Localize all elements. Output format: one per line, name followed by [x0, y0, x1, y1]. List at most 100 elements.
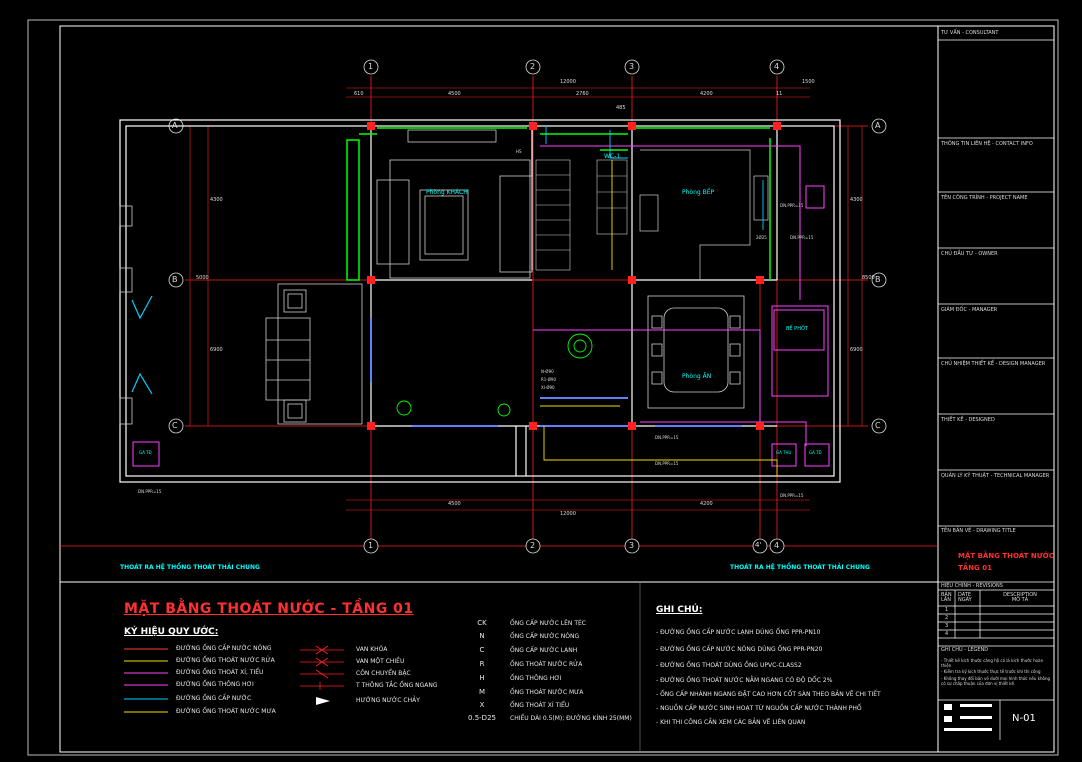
plants: [396, 333, 593, 417]
dim-left-4300: 4300: [210, 197, 223, 203]
grid-col-4p-bottom: 4': [755, 541, 762, 549]
columns: [367, 122, 781, 430]
tb-project: TÊN CÔNG TRÌNH - PROJECT NAME: [941, 195, 1028, 201]
dim-top-485: 485: [616, 105, 626, 111]
note-item: - ĐƯỜNG ỐNG CẤP NƯỚC NÓNG DÙNG ỐNG PPR-P…: [656, 646, 823, 653]
dim-right-6900: 6900: [850, 347, 863, 353]
grid-col-2-bottom: 2: [530, 541, 536, 550]
tb-contact: THÔNG TIN LIÊN HỆ - CONTACT INFO: [941, 141, 1033, 147]
code-key: C: [479, 646, 485, 654]
tb-revisions-header: HIỆU CHỈNH - REVISIONS: [941, 583, 1003, 589]
grid-col-2: 2: [530, 62, 536, 71]
fixture-label: GA TĐ: [809, 450, 822, 455]
dim-top-4500: 4500: [448, 91, 461, 97]
dining-furniture: [647, 295, 745, 409]
sheet-number: N-01: [1012, 713, 1036, 724]
tb-owner: CHỦ ĐẦU TƯ - OWNER: [941, 251, 998, 257]
walls: [119, 119, 841, 483]
pipe-tag: 2Ø25: [756, 235, 767, 240]
code-desc: ỐNG THOÁT NƯỚC RỬA: [510, 661, 583, 668]
tb-legend-note: - Kiểm tra kỹ kích thước thực tế trước k…: [941, 669, 1041, 674]
pipe-tag: DN.PPR=15: [790, 235, 814, 240]
note-item: - NGUỒN CẤP NƯỚC SINH HOẠT TỪ NGUỒN CẤP …: [656, 705, 862, 712]
title-block-stamp: [944, 704, 992, 731]
grid-col-4-bottom: 4: [774, 541, 780, 550]
tb-consultant: TƯ VẤN - CONSULTANT: [941, 30, 999, 36]
legend-symbol: VAN MỘT CHIỀU: [356, 658, 405, 665]
gate-swings: [131, 295, 153, 395]
code-desc: ỐNG THÔNG HƠI: [510, 675, 562, 682]
room-label-kitchen: Phòng BẾP: [682, 189, 715, 196]
note-item: - ỐNG CẤP NHÁNH NGANG ĐẶT CAO HƠN CỐT SÀ…: [656, 691, 881, 698]
grid-row-b-right: B: [875, 275, 881, 284]
drain-label-left: THOÁT RA HỆ THỐNG THOÁT THẢI CHUNG: [120, 564, 260, 571]
kitchen-furniture: [639, 149, 769, 280]
dim-left-6900: 6900: [210, 347, 223, 353]
drawing-title: MẶT BẰNG THOÁT NƯỚC - TẦNG 01: [124, 601, 414, 617]
tb-rev-number: 2: [945, 615, 949, 621]
code-desc: ỐNG CẤP NƯỚC LÊN TÉC: [510, 620, 586, 627]
title-block-grid: [938, 39, 1054, 740]
code-key: 0.5-D25: [468, 714, 496, 722]
pipe-tag: N-Ø90: [541, 369, 554, 374]
grid-col-1: 1: [368, 62, 374, 71]
tb-rev-col-date: DATE NGÀY: [958, 592, 972, 603]
code-key: X: [479, 701, 485, 709]
pipe-tag: R1-Ø90: [541, 377, 557, 382]
stairs: [535, 159, 628, 271]
legend-symbols: [300, 645, 344, 705]
legend-item: ĐƯỜNG ỐNG CẤP NƯỚC: [176, 695, 252, 702]
pipe-tag: DN.PPR=15: [655, 461, 679, 466]
legend-symbol: T THÔNG TẮC ỐNG NGANG: [356, 682, 438, 689]
code-desc: CHIỀU DÀI 0.5(M); ĐƯỜNG KÍNH 25(MM): [510, 715, 632, 722]
tb-legend-label: GHI CHÚ - LEGEND: [941, 647, 989, 653]
legend-item: ĐƯỜNG ỐNG THOÁT NƯỚC MƯA: [176, 708, 276, 715]
tb-rev-number: 1: [945, 607, 949, 613]
dim-right-8500: 8500: [862, 275, 875, 281]
pipes-cyan: [545, 126, 764, 230]
pipes-yellow: [540, 160, 778, 476]
tb-rev-number: 4: [945, 631, 949, 637]
pipe-tag: DN.PPR=15: [138, 489, 162, 494]
tb-drawing-title-line2: TẦNG 01: [958, 564, 992, 572]
grid-col-3-bottom: 3: [629, 541, 635, 550]
tb-manager: GIÁM ĐỐC - MANAGER: [941, 307, 998, 313]
green-walls: [346, 127, 771, 281]
code-key: M: [478, 688, 486, 696]
notes-heading: GHI CHÚ:: [656, 605, 703, 615]
tb-designed: THIẾT KẾ - DESIGNED: [941, 417, 995, 423]
dim-top-4200: 4200: [700, 91, 713, 97]
tb-rev-number: 3: [945, 623, 949, 629]
grid-row-a: A: [172, 121, 178, 130]
dimension-lines: [189, 87, 863, 511]
dim-left-5000: 5000: [196, 275, 209, 281]
code-desc: ỐNG THOÁT XÍ TIỂU: [510, 702, 570, 709]
grid-row-c: C: [172, 421, 178, 430]
pipe-tag: HS: [516, 149, 522, 154]
tb-legend-note: - Không thay đổi bản vẽ dưới mọi hình th…: [941, 676, 1051, 687]
note-item: - KHI THI CÔNG CẦN XEM CÁC BẢN VẼ LIÊN Q…: [656, 719, 806, 726]
legend-item: ĐƯỜNG ỐNG THOÁT XÍ, TIỂU: [176, 669, 264, 676]
pipe-tag: DN.PPR=15: [655, 435, 679, 440]
note-item: - ĐƯỜNG ỐNG THOÁT NƯỚC NẰM NGANG CÓ ĐỘ D…: [656, 677, 833, 684]
grid-bubbles: [168, 59, 887, 554]
pipes-magenta: [132, 145, 830, 467]
windows: [370, 318, 742, 427]
legend-line-samples: [124, 648, 168, 713]
pipe-tag: XI-Ø90: [541, 385, 555, 390]
dim-bottom-total: 12000: [560, 511, 576, 517]
legend-item: ĐƯỜNG ỐNG THÔNG HƠI: [176, 681, 254, 688]
fixture-label: GA TĐ: [139, 450, 152, 455]
grid-col-3: 3: [629, 62, 635, 71]
room-label-wc: WC-1: [604, 153, 621, 160]
fixture-label: BỂ PHỐT: [786, 326, 808, 332]
room-label-living: Phòng KHÁCH: [426, 189, 468, 196]
tb-rev-col-desc: DESCRIPTION MÔ TẢ: [1003, 592, 1037, 603]
tb-technical: QUẢN LÝ KỸ THUẬT - TECHNICAL MANAGER: [941, 473, 1050, 479]
tb-legend-note: - Thiết kế kích thước căng hộ có là kích…: [941, 658, 1044, 669]
dim-top-1500: 1500: [802, 79, 815, 85]
garage-area: [119, 205, 363, 425]
legend-heading: KÝ HIỆU QUY ƯỚC:: [124, 627, 219, 637]
room-label-dining: Phòng ĂN: [682, 373, 712, 380]
